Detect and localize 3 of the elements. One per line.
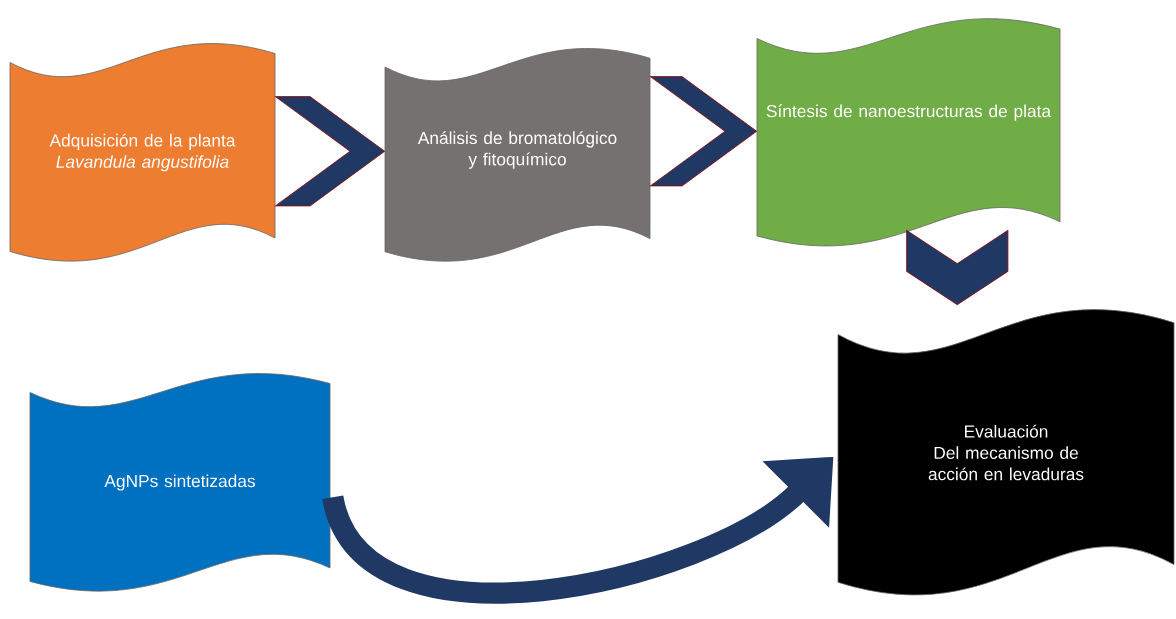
chevron-arrow — [649, 76, 758, 187]
chevron-arrow — [906, 229, 1009, 306]
chevron-arrow — [274, 96, 386, 207]
